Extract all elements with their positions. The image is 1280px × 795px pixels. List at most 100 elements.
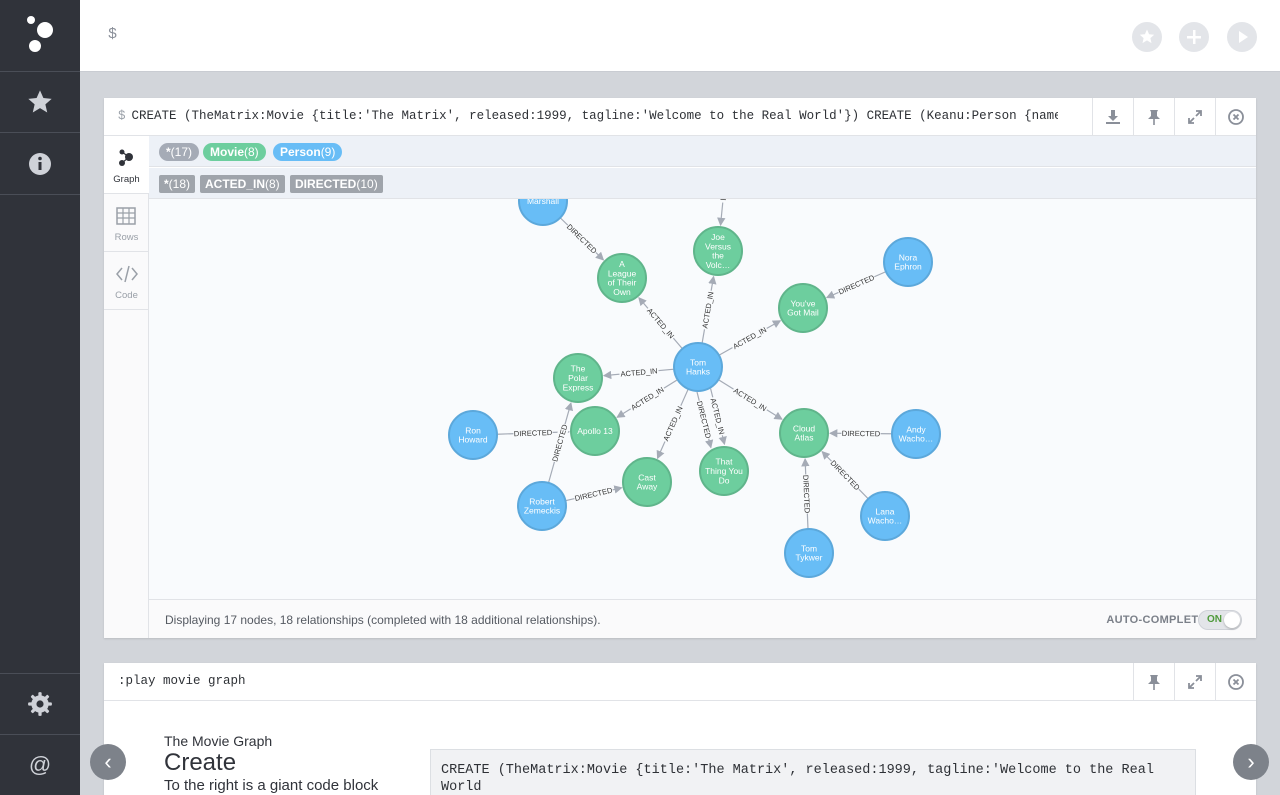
node-label: Lana	[876, 506, 895, 516]
node-label: Apollo 13	[577, 426, 613, 436]
movie-node[interactable]	[553, 353, 603, 403]
node-label: Hanks	[686, 367, 710, 377]
tab-rows[interactable]: Rows	[104, 194, 149, 252]
carousel-next-button[interactable]: ›	[1233, 744, 1269, 780]
expand-button[interactable]	[1174, 98, 1215, 136]
tab-rows-label: Rows	[114, 232, 139, 243]
dollar-prompt: $	[118, 109, 126, 123]
run-query-button[interactable]	[1227, 22, 1257, 52]
node-label: That	[715, 457, 733, 467]
graph-svg[interactable]: DIRECTED DIR ACTED_IN ACTED_IN DIRECTED ACTED…	[149, 199, 1256, 599]
autocomplete-toggle[interactable]: ON	[1198, 610, 1242, 630]
relationship-label-bg	[699, 289, 717, 331]
person-node[interactable]	[891, 409, 941, 459]
guide-frame: :play movie graph The Movie Graph Create…	[104, 663, 1256, 795]
pin-button[interactable]	[1133, 663, 1174, 701]
code-icon	[116, 265, 138, 283]
star-icon	[28, 90, 52, 113]
legend-all-nodes[interactable]: *(17)	[159, 143, 200, 161]
legend-movie[interactable]: Movie(8)	[203, 143, 266, 161]
node-label: Ephron	[894, 262, 922, 272]
close-button[interactable]	[1215, 663, 1256, 701]
code-line: CREATE (TheMatrix:Movie {title:'The Matr…	[441, 763, 1154, 795]
close-button[interactable]	[1215, 98, 1256, 136]
expand-button[interactable]	[1174, 663, 1215, 701]
frame-command[interactable]: $CREATE (TheMatrix:Movie {title:'The Mat…	[118, 109, 1058, 123]
legend-count: (8)	[244, 145, 259, 159]
person-node[interactable]	[883, 237, 933, 287]
info-button[interactable]	[0, 134, 80, 195]
node-label: Cloud	[793, 423, 815, 433]
person-node[interactable]	[784, 528, 834, 578]
relationship-label: DIRECTED	[829, 458, 863, 492]
frame-header: $CREATE (TheMatrix:Movie {title:'The Mat…	[104, 98, 1256, 136]
star-icon	[1139, 29, 1155, 44]
relationship-label: ACTED_IN	[645, 306, 676, 340]
tab-graph-label: Graph	[113, 174, 140, 185]
toggle-state: ON	[1207, 614, 1222, 625]
legend-count: (18)	[168, 177, 191, 191]
relationship-label-bg	[707, 396, 728, 437]
node-label: The	[571, 364, 586, 374]
person-node[interactable]	[518, 199, 568, 226]
movie-node[interactable]	[622, 457, 672, 507]
download-button[interactable]	[1092, 98, 1133, 136]
plus-icon	[1187, 30, 1201, 44]
legend-all-relationships[interactable]: *(18)	[159, 175, 196, 193]
node-label: Polar	[568, 373, 588, 383]
legend-directed[interactable]: DIRECTED(10)	[290, 175, 383, 193]
node-label: Wacho…	[899, 434, 934, 444]
node-legend: *(17) Movie(8) Person(9)	[149, 136, 1256, 167]
relationship-label-bg	[730, 324, 770, 352]
movie-node[interactable]	[597, 253, 647, 303]
person-node[interactable]	[517, 481, 567, 531]
relationship-label: ACTED_IN	[700, 291, 715, 329]
node-label: Do	[719, 475, 730, 485]
frame-command[interactable]: :play movie graph	[118, 674, 246, 688]
status-bar: Displaying 17 nodes, 18 relationships (c…	[149, 599, 1256, 638]
node-label: Thing You	[705, 466, 743, 476]
frame-header: :play movie graph	[104, 663, 1256, 701]
movie-node[interactable]	[570, 406, 620, 456]
legend-person[interactable]: Person(9)	[273, 143, 343, 161]
relationship-edge[interactable]	[717, 199, 727, 227]
toggle-knob[interactable]	[1224, 612, 1240, 628]
legend-label: *	[166, 145, 171, 159]
code-block[interactable]: CREATE (TheMatrix:Movie {title:'The Matr…	[430, 749, 1196, 795]
movie-node[interactable]	[693, 226, 743, 276]
tab-code[interactable]: Code	[104, 252, 149, 310]
query-editor[interactable]: $	[80, 0, 1280, 72]
download-icon	[1106, 110, 1120, 124]
relationship-label-bg	[800, 474, 813, 514]
node-label: Tom	[690, 357, 706, 367]
relationship-label: DIR	[719, 199, 729, 201]
node-label: Robert	[529, 496, 555, 506]
node-label: Howard	[458, 435, 488, 445]
person-node[interactable]	[860, 491, 910, 541]
relationship-label-bg	[841, 428, 881, 439]
movie-node[interactable]	[699, 446, 749, 496]
node-label: Nora	[899, 252, 918, 262]
tab-graph[interactable]: Graph	[104, 136, 149, 194]
add-query-button[interactable]	[1179, 22, 1209, 52]
settings-button[interactable]	[0, 673, 80, 734]
neo4j-logo[interactable]	[0, 0, 80, 72]
favorite-query-button[interactable]	[1132, 22, 1162, 52]
person-node[interactable]	[448, 410, 498, 460]
favorites-button[interactable]	[0, 72, 80, 133]
node-label: Express	[563, 382, 594, 392]
about-button[interactable]: @	[0, 734, 80, 795]
node-label: of Their	[608, 278, 637, 288]
carousel-prev-button[interactable]: ‹	[90, 744, 126, 780]
relationship-label: ACTED_IN	[620, 366, 658, 378]
node-label: Volc…	[706, 260, 731, 270]
autocomplete-label: AUTO-COMPLETE	[1106, 614, 1206, 626]
movie-node[interactable]	[778, 283, 828, 333]
movie-node[interactable]	[779, 408, 829, 458]
relationship-label: DIRECTED	[842, 429, 881, 438]
graph-canvas[interactable]: DIRECTED DIR ACTED_IN ACTED_IN DIRECTED ACTED…	[149, 199, 1256, 599]
legend-acted-in[interactable]: ACTED_IN(8)	[200, 175, 285, 193]
relationship-label: ACTED_IN	[732, 386, 768, 413]
person-node[interactable]	[673, 342, 723, 392]
pin-button[interactable]	[1133, 98, 1174, 136]
